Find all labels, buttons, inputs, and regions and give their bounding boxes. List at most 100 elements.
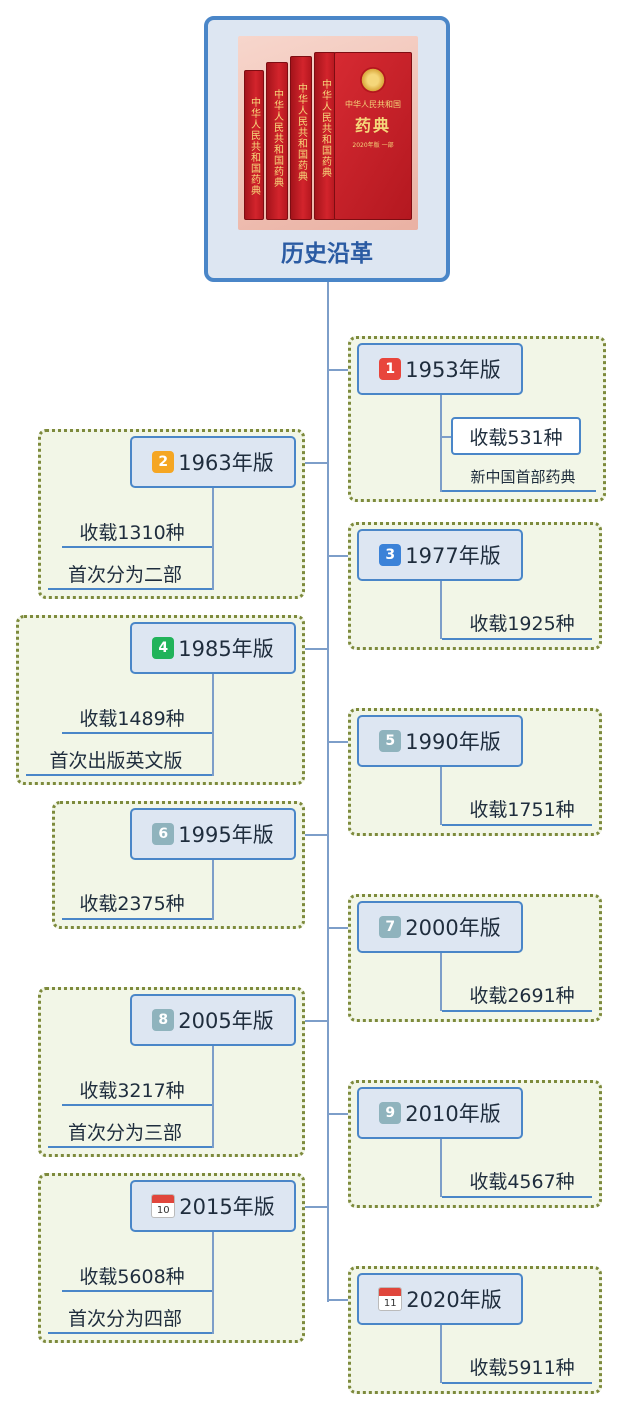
branch-line	[440, 1325, 442, 1383]
connector	[295, 834, 327, 836]
item-underline	[442, 490, 596, 492]
connector	[329, 1113, 359, 1115]
branch-line	[440, 953, 442, 1011]
edition-node-2015[interactable]: 10 2015年版	[130, 1180, 296, 1232]
item-text: 新中国首部药典	[470, 468, 576, 486]
cover-title-line1: 中华人民共和国	[345, 100, 401, 109]
connector	[295, 648, 327, 650]
edition-label: 2010年版	[405, 1102, 501, 1126]
branch-line	[440, 395, 442, 492]
item-underline	[48, 1146, 212, 1148]
edition-label: 1977年版	[405, 544, 501, 568]
edition-label: 1963年版	[178, 451, 274, 475]
item-underline	[442, 1010, 592, 1012]
item-underline	[62, 918, 212, 920]
branch-line	[440, 1139, 442, 1197]
edition-node-1990[interactable]: 5 1990年版	[357, 715, 523, 767]
edition-node-1963[interactable]: 2 1963年版	[130, 436, 296, 488]
book-front-cover: 中华人民共和国 药典 2020年版 一部	[334, 52, 412, 220]
calendar-day: 11	[383, 1298, 397, 1309]
book-spine-text: 中华人民共和国药典	[248, 97, 260, 196]
branch-line	[212, 674, 214, 776]
edition-node-1985[interactable]: 4 1985年版	[130, 622, 296, 674]
item-underline	[48, 1332, 212, 1334]
item-underline	[62, 732, 212, 734]
book-spine: 中华人民共和国药典	[266, 62, 288, 220]
item-text: 收载1925种	[469, 613, 575, 635]
branch-line	[440, 767, 442, 825]
item-text: 收载5608种	[79, 1266, 185, 1288]
number-6-icon: 6	[152, 823, 175, 845]
edition-node-2010[interactable]: 9 2010年版	[357, 1087, 523, 1139]
cover-edition: 2020年版 一部	[352, 142, 394, 149]
edition-node-2005[interactable]: 8 2005年版	[130, 994, 296, 1046]
edition-label: 2015年版	[179, 1195, 275, 1219]
calendar-icon: 11	[378, 1287, 403, 1311]
item-underline	[62, 1290, 212, 1292]
number-4-icon: 4	[152, 637, 175, 659]
edition-node-2020[interactable]: 11 2020年版	[357, 1273, 523, 1325]
item-text: 收载3217种	[79, 1080, 185, 1102]
number-9-icon: 9	[379, 1102, 402, 1124]
branch-line	[212, 488, 214, 590]
edition-node-2000[interactable]: 7 2000年版	[357, 901, 523, 953]
edition-node-1995[interactable]: 6 1995年版	[130, 808, 296, 860]
connector	[329, 555, 359, 557]
book-spine-text: 中华人民共和国药典	[319, 79, 331, 178]
root-title: 历史沿革	[281, 241, 373, 267]
item-underline	[62, 546, 212, 548]
branch-line	[440, 581, 442, 639]
number-5-icon: 5	[379, 730, 402, 752]
number-2-icon: 2	[152, 451, 175, 473]
edition-label: 2005年版	[178, 1009, 274, 1033]
item-underline	[442, 1196, 592, 1198]
item-text: 收载1489种	[79, 708, 185, 730]
item-underline	[26, 774, 212, 776]
timeline-trunk	[327, 282, 329, 1302]
connector	[329, 369, 359, 371]
connector	[329, 927, 359, 929]
item-underline	[442, 638, 592, 640]
edition-node-1953[interactable]: 1 1953年版	[357, 343, 523, 395]
number-3-icon: 3	[379, 544, 402, 566]
connector	[295, 1020, 327, 1022]
connector	[295, 1206, 327, 1208]
item-text: 收载1310种	[79, 522, 185, 544]
connector	[329, 741, 359, 743]
connector	[329, 1299, 359, 1301]
item-text: 收载5911种	[469, 1357, 575, 1379]
edition-label: 1985年版	[178, 637, 274, 661]
number-7-icon: 7	[379, 916, 402, 938]
item-underline	[62, 1104, 212, 1106]
number-1-icon: 1	[379, 358, 402, 380]
edition-label: 1995年版	[178, 823, 274, 847]
item-text: 首次出版英文版	[49, 750, 183, 772]
edition-label: 2020年版	[406, 1288, 502, 1312]
item-underline	[48, 588, 212, 590]
calendar-icon: 10	[151, 1194, 176, 1218]
item-text: 收载1751种	[469, 799, 575, 821]
item-underline	[442, 824, 592, 826]
item-box: 收载531种	[451, 417, 581, 455]
national-emblem-icon	[360, 67, 386, 93]
item-text: 收载2375种	[79, 893, 185, 915]
book-spine: 中华人民共和国药典	[290, 56, 312, 220]
connector	[295, 462, 327, 464]
edition-label: 2000年版	[405, 916, 501, 940]
book-spine: 中华人民共和国药典	[314, 52, 336, 220]
root-node[interactable]: 中华人民共和国药典 中华人民共和国药典 中华人民共和国药典 中华人民共和国药典 …	[204, 16, 450, 282]
item-text: 首次分为二部	[67, 564, 182, 586]
book-spine-text: 中华人民共和国药典	[295, 83, 307, 182]
item-text: 收载4567种	[469, 1171, 575, 1193]
edition-node-1977[interactable]: 3 1977年版	[357, 529, 523, 581]
branch-line	[212, 1046, 214, 1148]
edition-label: 1953年版	[405, 358, 501, 382]
item-text: 首次分为四部	[67, 1308, 182, 1330]
item-underline	[442, 1382, 592, 1384]
branch-line	[212, 860, 214, 920]
branch-line	[212, 1232, 214, 1334]
book-spine: 中华人民共和国药典	[244, 70, 264, 220]
book-spine-text: 中华人民共和国药典	[271, 89, 283, 188]
cover-title-line2: 药典	[354, 116, 391, 135]
item-text: 首次分为三部	[67, 1122, 182, 1144]
